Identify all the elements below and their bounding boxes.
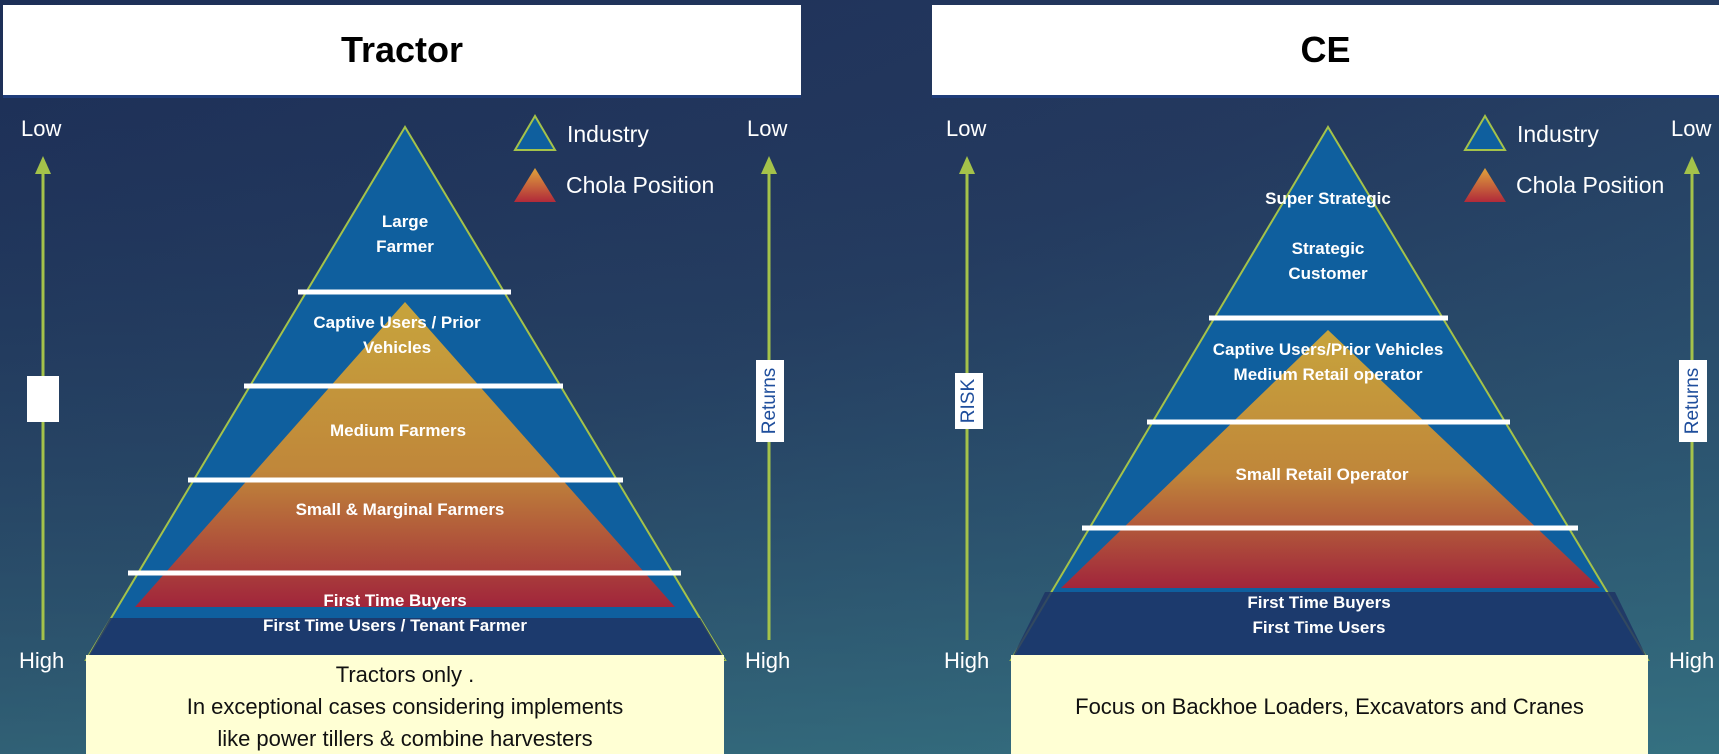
ce-returns-label: Returns: [1679, 360, 1707, 442]
tractor-right-axis-bottom-label: High: [745, 648, 791, 673]
tractor-left-axis-top-label: Low: [21, 116, 62, 141]
ce-chola-triangle: [1061, 330, 1600, 588]
ce-left-axis-bottom-label: High: [944, 648, 990, 673]
tractor-left-axis-arrowhead: [35, 156, 51, 174]
tractor-tier-first-time: First Time Buyers First Time Users / Ten…: [263, 591, 527, 635]
tractor-tier-medium-farmers: Medium Farmers: [329, 421, 467, 440]
tractor-note: Tractors only . In exceptional cases con…: [86, 655, 724, 754]
tractor-base-band: [86, 618, 725, 660]
tractor-returns-label: Returns: [756, 360, 784, 442]
ce-left-axis-arrowhead: [959, 156, 975, 174]
ce-right-axis-arrowhead: [1684, 156, 1700, 174]
ce-left-axis-top-label: Low: [946, 116, 987, 141]
legend-industry-icon: [513, 114, 557, 151]
ce-base-band: [1011, 592, 1648, 660]
ce-tier-super-strategic: Super Strategic: [1265, 189, 1391, 208]
ce-right-axis-bottom-label: High: [1669, 648, 1715, 673]
ce-legend-chola-icon: [1464, 168, 1506, 202]
tractor-right-axis-arrowhead: [761, 156, 777, 174]
legend-chola-label: Chola Position: [566, 172, 715, 198]
tractor-chola-triangle: [135, 302, 675, 607]
tractor-left-axis-bottom-label: High: [19, 648, 65, 673]
ce-tier-strategic-customer: Strategic Customer: [1288, 239, 1368, 283]
tractor-left-axis-label-box: [27, 376, 59, 422]
ce-risk-label: RISK: [955, 373, 983, 429]
ce-tier-captive-users: Captive Users/Prior Vehicles Medium Reta…: [1212, 340, 1444, 384]
tractor-right-axis-top-label: Low: [747, 116, 788, 141]
tractor-tier-captive-users: Captive Users / Prior Vehicles: [313, 313, 481, 357]
legend-industry-label: Industry: [567, 121, 649, 147]
tractor-tier-small-marginal: Small & Marginal Farmers: [295, 500, 505, 519]
ce-title: CE: [932, 5, 1719, 98]
legend-chola-icon: [514, 168, 556, 202]
ce-tier-small-retail: Small Retail Operator: [1235, 465, 1409, 484]
ce-legend-industry-label: Industry: [1517, 121, 1599, 147]
tractor-title: Tractor: [3, 5, 801, 98]
ce-legend-chola-label: Chola Position: [1516, 172, 1665, 198]
tractor-tier-large-farmer: Large Farmer: [376, 212, 434, 256]
ce-legend-industry-icon: [1463, 114, 1507, 151]
ce-right-axis-top-label: Low: [1671, 116, 1712, 141]
ce-note: Focus on Backhoe Loaders, Excavators and…: [1011, 655, 1648, 754]
ce-tier-first-time: First Time Buyers First Time Users: [1247, 593, 1391, 637]
